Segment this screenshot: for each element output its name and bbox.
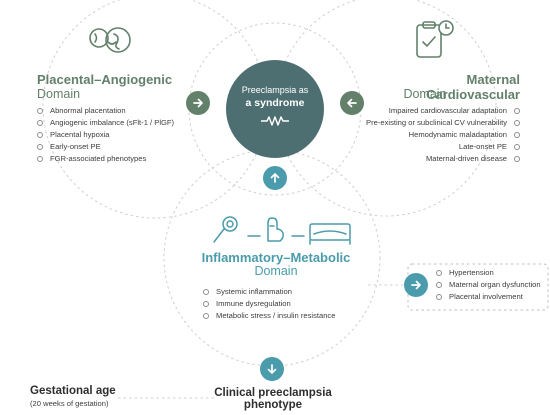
list-item: Maternal organ dysfunction bbox=[436, 279, 541, 291]
list-item: Impaired cardiovascular adaptation bbox=[330, 105, 520, 117]
maternal-domain-title: Maternal Cardiovascular bbox=[426, 72, 520, 102]
arrow-down-button[interactable] bbox=[260, 357, 284, 381]
maternal-domain-circle bbox=[275, 0, 497, 217]
arrow-down-icon bbox=[267, 364, 277, 374]
arrow-right-outcomes-button[interactable] bbox=[404, 273, 428, 297]
list-item: Hemodynamic maladaptation bbox=[330, 129, 520, 141]
list-item: Early-onset PE bbox=[37, 141, 174, 153]
arrow-right-icon bbox=[193, 98, 203, 108]
placental-domain-subtitle: Domain bbox=[37, 87, 81, 101]
arrow-left-button[interactable] bbox=[340, 91, 364, 115]
list-item: FGR-associated phenotypes bbox=[37, 153, 174, 165]
placental-feature-list: Abnormal placentation Angiogenic imbalan… bbox=[37, 105, 174, 165]
list-item: Immune dysregulation bbox=[203, 298, 335, 310]
arrow-right-icon bbox=[411, 280, 421, 290]
list-item: Metabolic stress / insulin resistance bbox=[203, 310, 335, 322]
bed-icon bbox=[309, 223, 351, 245]
placenta-fetus-icon bbox=[89, 27, 131, 53]
list-item: Hypertension bbox=[436, 267, 541, 279]
maternal-domain-subtitle: Domain bbox=[403, 87, 447, 101]
list-item: Pre-existing or subclinical CV vulnerabi… bbox=[330, 117, 520, 129]
list-item: Late-onset PE bbox=[330, 141, 520, 153]
list-item: Placental hypoxia bbox=[37, 129, 174, 141]
pregnancy-icon bbox=[267, 217, 284, 242]
arrow-left-icon bbox=[347, 98, 357, 108]
stethoscope-icon bbox=[213, 216, 238, 243]
list-item: Placental involvement bbox=[436, 291, 541, 303]
inflammatory-feature-list: Systemic inflammation Immune dysregulati… bbox=[203, 286, 335, 322]
maternal-feature-list: Impaired cardiovascular adaptation Pre-e… bbox=[330, 105, 520, 165]
pulse-wave-icon bbox=[261, 116, 289, 126]
placental-domain-title: Placental–Angiogenic bbox=[37, 72, 173, 87]
outcomes-box bbox=[407, 263, 549, 311]
center-line-1: Preeclampsia as bbox=[241, 85, 309, 95]
gestational-age-subtitle: (20 weeks of gestation) bbox=[30, 399, 109, 408]
clinical-outcomes-list: Hypertension Maternal organ dysfunction … bbox=[436, 267, 541, 303]
inflammatory-domain-title: Inflammatory–Metabolic bbox=[201, 250, 351, 265]
clinical-phenotype-line-2: phenotype bbox=[243, 399, 303, 411]
gestational-age-label: Gestational age bbox=[30, 385, 116, 397]
arrow-right-button[interactable] bbox=[186, 91, 210, 115]
arrow-up-button[interactable] bbox=[263, 166, 287, 190]
inflammatory-icons-row bbox=[213, 216, 351, 245]
arrow-up-icon bbox=[270, 173, 280, 183]
list-item: Angiogenic imbalance (sFlt-1 / PlGF) bbox=[37, 117, 174, 129]
clipboard-clock-icon bbox=[416, 20, 454, 58]
list-item: Abnormal placentation bbox=[37, 105, 174, 117]
center-line-2: a syndrome bbox=[245, 97, 305, 109]
clinical-phenotype-line-1: Clinical preeclampsia bbox=[214, 387, 332, 399]
inflammatory-domain-subtitle: Domain bbox=[254, 264, 298, 278]
list-item: Maternal-driven disease bbox=[330, 153, 520, 165]
syndrome-center-circle: Preeclampsia as a syndrome bbox=[226, 60, 324, 158]
list-item: Systemic inflammation bbox=[203, 286, 335, 298]
